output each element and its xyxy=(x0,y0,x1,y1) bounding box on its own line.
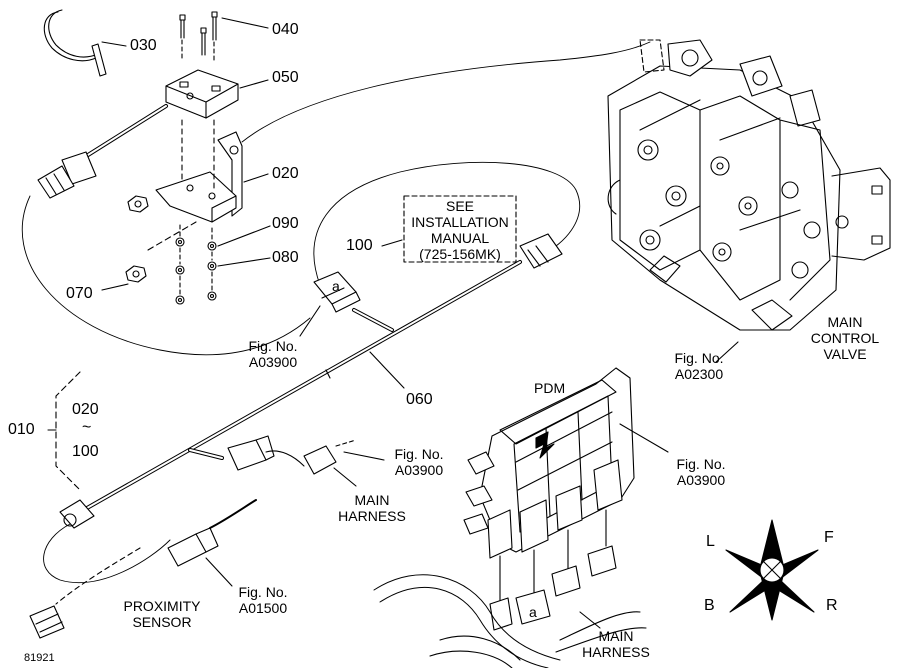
leader-090 xyxy=(217,225,271,247)
main-control-valve xyxy=(607,39,891,331)
leader-fig-a03900-right xyxy=(619,423,669,453)
see-manual-box xyxy=(403,195,517,263)
compass-rose xyxy=(725,519,819,621)
range-from: 020 xyxy=(72,401,99,418)
connector-mark-lower: a xyxy=(529,604,537,620)
nut-070 xyxy=(125,265,147,283)
proximity-sensor xyxy=(29,499,257,639)
leader-100 xyxy=(381,239,403,247)
compass-front: F xyxy=(824,529,834,546)
see-installation-manual: SEE INSTALLATION MANUAL (725-156MK) xyxy=(411,198,509,262)
sensor-connector xyxy=(37,151,97,199)
figref-a03900-left: Fig. No. A03900 xyxy=(248,338,298,370)
leader-060 xyxy=(369,351,405,389)
label-main-harness-bottom: MAIN HARNESS xyxy=(582,628,650,660)
route-to-valve xyxy=(241,41,651,143)
compass-right: R xyxy=(826,597,838,614)
label-part-010: 010 xyxy=(8,421,35,438)
harness-060 xyxy=(78,260,522,514)
pdm-module xyxy=(463,367,635,631)
leader-030 xyxy=(101,41,127,47)
bolts-040 xyxy=(179,11,218,63)
label-part-100: 100 xyxy=(346,237,373,254)
leader-080 xyxy=(217,257,271,267)
sensor-dash-link xyxy=(55,547,141,605)
figref-a03900-mid: Fig. No. A03900 xyxy=(394,446,444,478)
label-main-control-valve: MAIN CONTROL VALVE xyxy=(810,314,880,362)
leader-020 xyxy=(243,173,269,183)
drawing-id: 81921 xyxy=(24,652,55,664)
leader-070 xyxy=(101,283,129,291)
connector-mark-upper: a xyxy=(332,278,340,294)
leader-050 xyxy=(239,79,269,89)
label-part-050: 050 xyxy=(272,69,299,86)
leader-fig-a03900-left xyxy=(299,305,321,337)
label-part-030: 030 xyxy=(130,37,157,54)
nut-upper xyxy=(127,195,149,213)
range-tilde: ~ xyxy=(82,419,92,436)
figref-a01500: Fig. No. A01500 xyxy=(238,584,288,616)
label-proximity-sensor: PROXIMITY SENSOR xyxy=(123,598,201,630)
harness-end-connector-left xyxy=(59,499,95,529)
connector-a-upper xyxy=(313,271,361,313)
branch-connector xyxy=(227,435,357,475)
leader-fig-a01500 xyxy=(205,557,233,587)
main-harness-bottom xyxy=(373,574,647,668)
label-part-080: 080 xyxy=(272,249,299,266)
label-part-040: 040 xyxy=(272,21,299,38)
label-part-090: 090 xyxy=(272,215,299,232)
label-part-060: 060 xyxy=(406,391,433,408)
cable-tie-030 xyxy=(43,9,107,77)
harness-end-connector-right xyxy=(519,233,563,269)
figref-a02300: Fig. No. A02300 xyxy=(674,350,724,382)
leader-040 xyxy=(221,17,269,29)
route-loop-left xyxy=(21,195,311,356)
label-part-070: 070 xyxy=(66,285,93,302)
range-to: 100 xyxy=(72,443,99,460)
route-loop-right xyxy=(313,161,581,286)
leader-main-harness-mid xyxy=(333,467,357,487)
label-part-020: 020 xyxy=(272,165,299,182)
label-main-harness-mid: MAIN HARNESS xyxy=(338,492,406,524)
sensor-housing-050 xyxy=(165,69,239,119)
figref-a03900-right: Fig. No. A03900 xyxy=(676,456,726,488)
leader-fig-a02300 xyxy=(715,341,739,363)
leader-main-harness-bottom xyxy=(579,611,601,629)
bracket-020 xyxy=(155,119,243,223)
compass-left: L xyxy=(706,533,715,550)
washers-090-080 xyxy=(175,224,217,305)
label-pdm: PDM xyxy=(534,380,566,396)
leader-fig-a03900-mid xyxy=(343,451,385,461)
range-bracket-010 xyxy=(55,371,81,491)
compass-back: B xyxy=(704,597,715,614)
